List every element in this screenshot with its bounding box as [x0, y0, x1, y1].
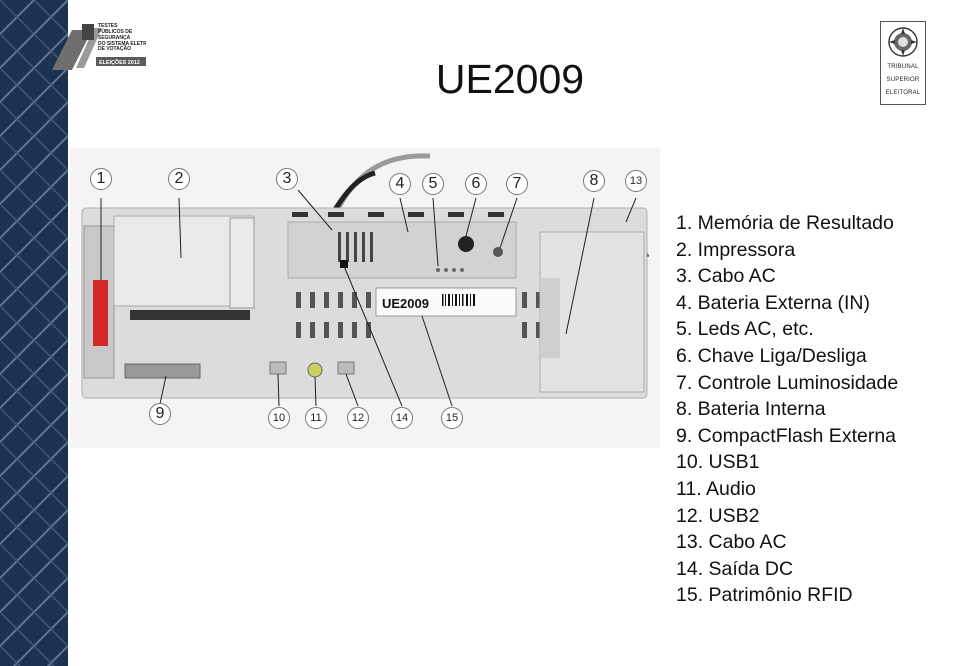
testes-publicos-logo: TESTES PÚBLICOS DE SEGURANÇA DO SISTEMA … [52, 23, 146, 70]
decorative-sidebar [0, 0, 68, 666]
legend-item: 8. Bateria Interna [676, 398, 826, 421]
callout-14: 14 [391, 407, 413, 429]
tse-logo: TRIBUNAL SUPERIOR ELEITORAL [880, 21, 926, 105]
callout-11: 11 [305, 407, 327, 429]
legend-item: 10. USB1 [676, 451, 760, 474]
logo-line-3: SEGURANÇA [98, 35, 131, 41]
callout-8: 8 [583, 170, 605, 192]
tse-line-1: TRIBUNAL [887, 64, 919, 70]
legend-item: 4. Bateria Externa (IN) [676, 291, 870, 314]
legend-item: 14. Saída DC [676, 557, 794, 580]
logo-band: ELEIÇÕES 2012 [99, 59, 140, 66]
callout-10: 10 [268, 407, 290, 429]
logo-line-1: TESTES [98, 23, 118, 29]
legend-item: 12. USB2 [676, 504, 760, 527]
legend-item: 13. Cabo AC [676, 531, 787, 554]
legend-item: 7. Controle Luminosidade [676, 371, 899, 394]
callout-1: 1 [90, 168, 112, 190]
legend-item: 5. Leds AC, etc. [676, 318, 814, 341]
callout-12: 12 [347, 407, 369, 429]
seal-icon [888, 27, 918, 57]
device-photo: UE2009 [70, 148, 660, 448]
callout-9: 9 [149, 403, 171, 425]
callout-4: 4 [389, 173, 411, 195]
legend-item: 2. Impressora [676, 238, 796, 261]
callout-5: 5 [422, 173, 444, 195]
tse-line-3: ELEITORAL [885, 90, 921, 96]
legend-item: 6. Chave Liga/Desliga [676, 344, 867, 367]
callout-15: 15 [441, 407, 463, 429]
callout-13: 13 [625, 170, 647, 192]
legend-item: 11. Audio [676, 477, 756, 500]
logo-line-2: PÚBLICOS DE [98, 28, 133, 35]
logo-line-5: DE VOTAÇÃO [98, 45, 131, 52]
callout-6: 6 [465, 173, 487, 195]
legend-item: 1. Memória de Resultado [676, 212, 894, 234]
device-label: UE2009 [382, 296, 429, 311]
callout-7: 7 [506, 173, 528, 195]
legend-item: 3. Cabo AC [676, 265, 776, 288]
callout-2: 2 [168, 168, 190, 190]
tse-line-2: SUPERIOR [886, 77, 920, 83]
slide-title: UE2009 [435, 56, 585, 102]
component-legend: 1. Memória de Resultado 2. Impressora 3.… [676, 210, 898, 609]
logo-line-4: DO SISTEMA ELETRÔNICO [98, 39, 146, 47]
legend-item: 15. Patrimônio RFID [676, 584, 853, 607]
callout-3: 3 [276, 168, 298, 190]
legend-item: 9. CompactFlash Externa [676, 424, 897, 447]
